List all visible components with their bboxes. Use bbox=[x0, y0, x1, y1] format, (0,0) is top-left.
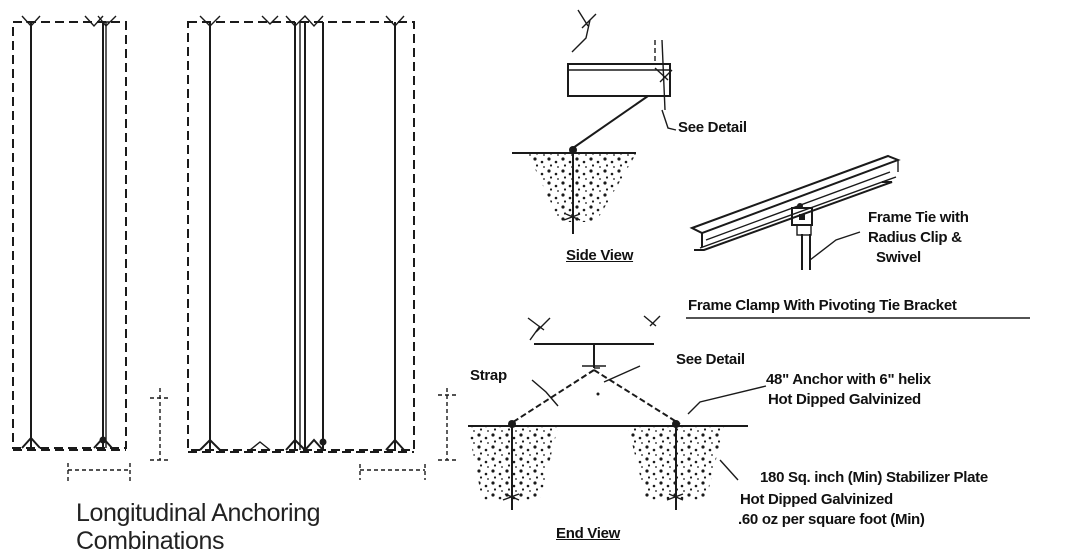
anchor-spec-line2: Hot Dipped Galvinized bbox=[768, 391, 921, 408]
frame-clamp-drawing bbox=[689, 154, 901, 270]
side-view-label: Side View bbox=[566, 247, 634, 264]
double-section-plan bbox=[187, 14, 415, 453]
dimension-marks-left bbox=[67, 388, 168, 481]
frame-tie-label-line3: Swivel bbox=[876, 249, 921, 266]
dimension-marks-middle bbox=[359, 388, 456, 480]
end-view-label: End View bbox=[556, 525, 621, 542]
side-view-drawing bbox=[512, 9, 677, 234]
anchor-spec-line1: 48" Anchor with 6" helix bbox=[766, 371, 931, 388]
see-detail-end-label: See Detail bbox=[676, 351, 745, 368]
plate-spec-line3: .60 oz per square foot (Min) bbox=[738, 511, 925, 528]
frame-tie-label-line2: Radius Clip & bbox=[868, 229, 962, 246]
frame-clamp-title: Frame Clamp With Pivoting Tie Bracket bbox=[688, 297, 957, 314]
strap-label: Strap bbox=[470, 367, 507, 384]
plate-spec-line1: 180 Sq. inch (Min) Stabilizer Plate bbox=[760, 469, 988, 486]
longitudinal-title-line2: Combinations bbox=[76, 527, 225, 555]
frame-tie-label-line1: Frame Tie with bbox=[868, 209, 969, 226]
longitudinal-title-line1: Longitudinal Anchoring bbox=[76, 499, 321, 527]
single-section-plan bbox=[12, 15, 127, 451]
see-detail-top-label: See Detail bbox=[678, 119, 747, 136]
end-view-drawing bbox=[468, 315, 767, 510]
plate-spec-line2: Hot Dipped Galvinized bbox=[740, 491, 893, 508]
